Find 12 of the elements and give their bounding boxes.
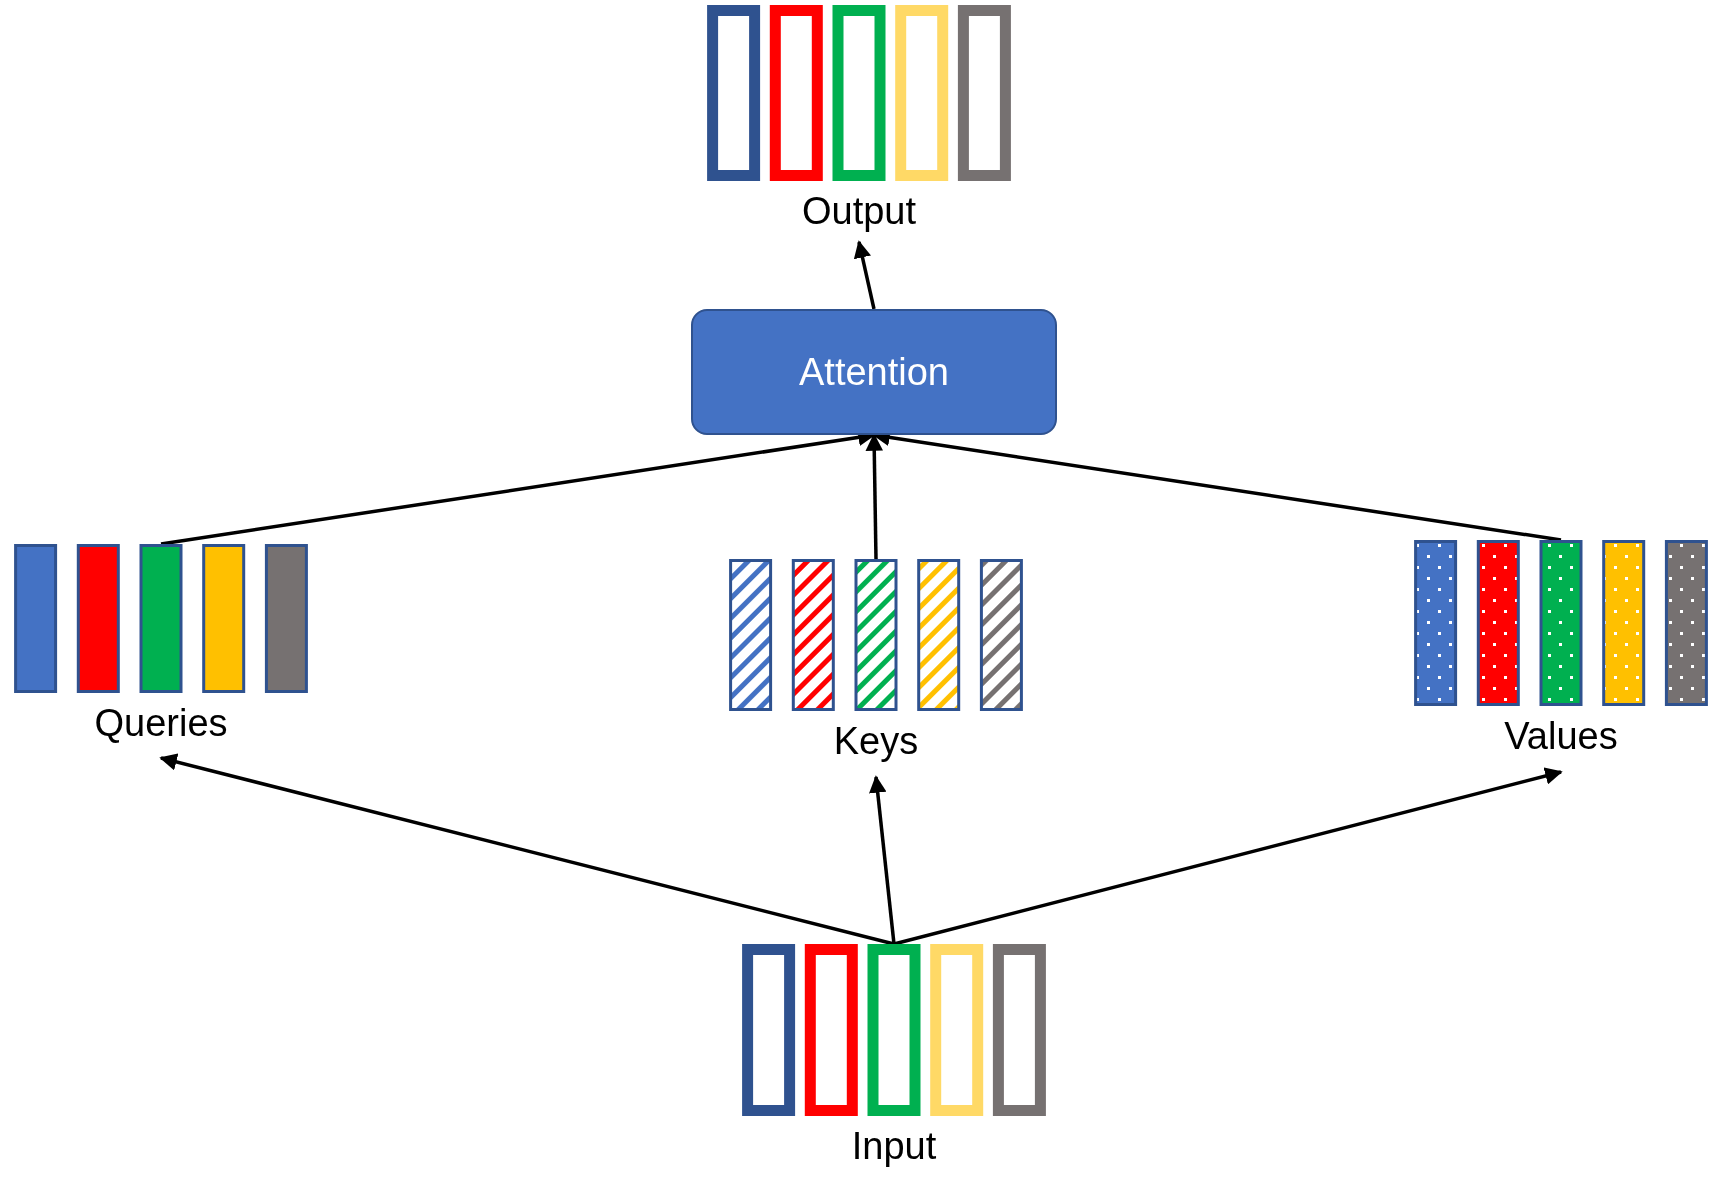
vector-label: Input	[850, 1124, 938, 1168]
box-label: Attention	[799, 350, 949, 394]
arrow	[853, 240, 876, 310]
vector-label: Queries	[93, 701, 229, 745]
arrow	[869, 775, 896, 945]
arrow	[893, 767, 1563, 946]
vector-label: Keys	[832, 719, 920, 763]
vector-label: Output	[800, 189, 918, 233]
arrow	[159, 753, 895, 946]
arrow	[865, 433, 883, 560]
process-box	[691, 309, 1057, 435]
vector-label: Values	[1503, 714, 1619, 758]
